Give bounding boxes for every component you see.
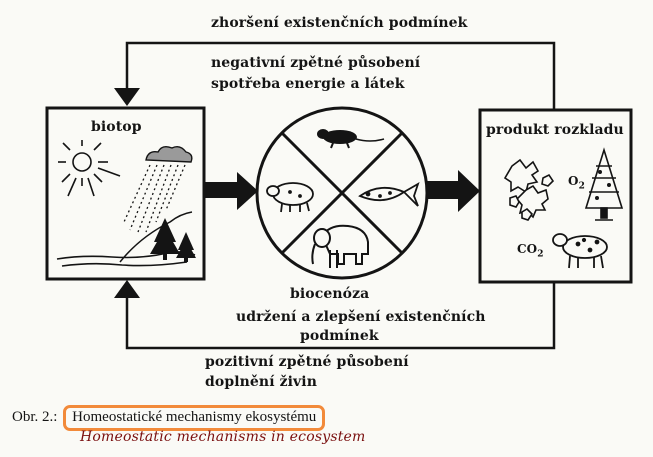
feedback-loop xyxy=(125,41,556,350)
biotope-label: biotop xyxy=(91,119,142,135)
pig-icon xyxy=(266,182,314,213)
negative-feedback-line2: spotřeba energie a látek xyxy=(211,76,405,92)
handwritten-note: Homeostatic mechanisms in ecosystem xyxy=(80,429,366,445)
arrow-up-from-biocenosis xyxy=(114,280,140,298)
decomposition-box xyxy=(478,108,633,284)
decomposition-label: produkt rozkladu xyxy=(486,122,624,138)
co2-label: CO2 xyxy=(517,242,544,259)
negative-feedback-line1: negativní zpětné působení xyxy=(211,55,421,71)
biotope-box xyxy=(45,106,206,281)
fish-icon xyxy=(358,182,420,207)
spruce-tree-icon xyxy=(584,147,624,221)
biocenosis-label: biocenóza xyxy=(290,286,370,302)
biocenosis-circle xyxy=(255,106,429,280)
hill-outline xyxy=(119,211,193,263)
water-icon xyxy=(56,251,196,267)
spotted-animal-icon xyxy=(552,233,608,269)
o2-subscript: 2 xyxy=(578,181,585,192)
elephant-icon xyxy=(311,224,369,268)
maintain-line2: podmínek xyxy=(300,328,379,344)
arrow-biocenosis-to-decomposition xyxy=(426,170,480,212)
rain-cloud-icon xyxy=(123,145,193,233)
top-loop-label: zhoršení existenčních podmínek xyxy=(211,15,468,31)
figure-caption: Obr. 2.: Homeostatické mechanismy ekosys… xyxy=(12,405,326,431)
o2-label: O2 xyxy=(568,174,585,191)
co2-subscript: 2 xyxy=(537,249,544,260)
positive-feedback-line1: pozitivní zpětné působení xyxy=(205,354,409,370)
positive-feedback-line2: doplnění živin xyxy=(205,374,317,390)
arrow-biotope-to-biocenosis xyxy=(205,172,258,210)
arrow-down-into-biotope xyxy=(114,88,140,106)
caption-title: Homeostatické mechanismy ekosystému xyxy=(72,409,317,425)
rodent-icon xyxy=(317,129,385,149)
maintain-line1: udržení a zlepšení existenčních xyxy=(236,309,486,325)
sun-icon xyxy=(58,140,121,197)
caption-prefix: Obr. 2.: xyxy=(12,409,58,425)
o2-text: O xyxy=(568,174,579,188)
co2-text: CO xyxy=(517,242,538,256)
caption-title-highlight: Homeostatické mechanismy ekosystému xyxy=(63,405,326,431)
leaf-icon xyxy=(503,158,555,221)
